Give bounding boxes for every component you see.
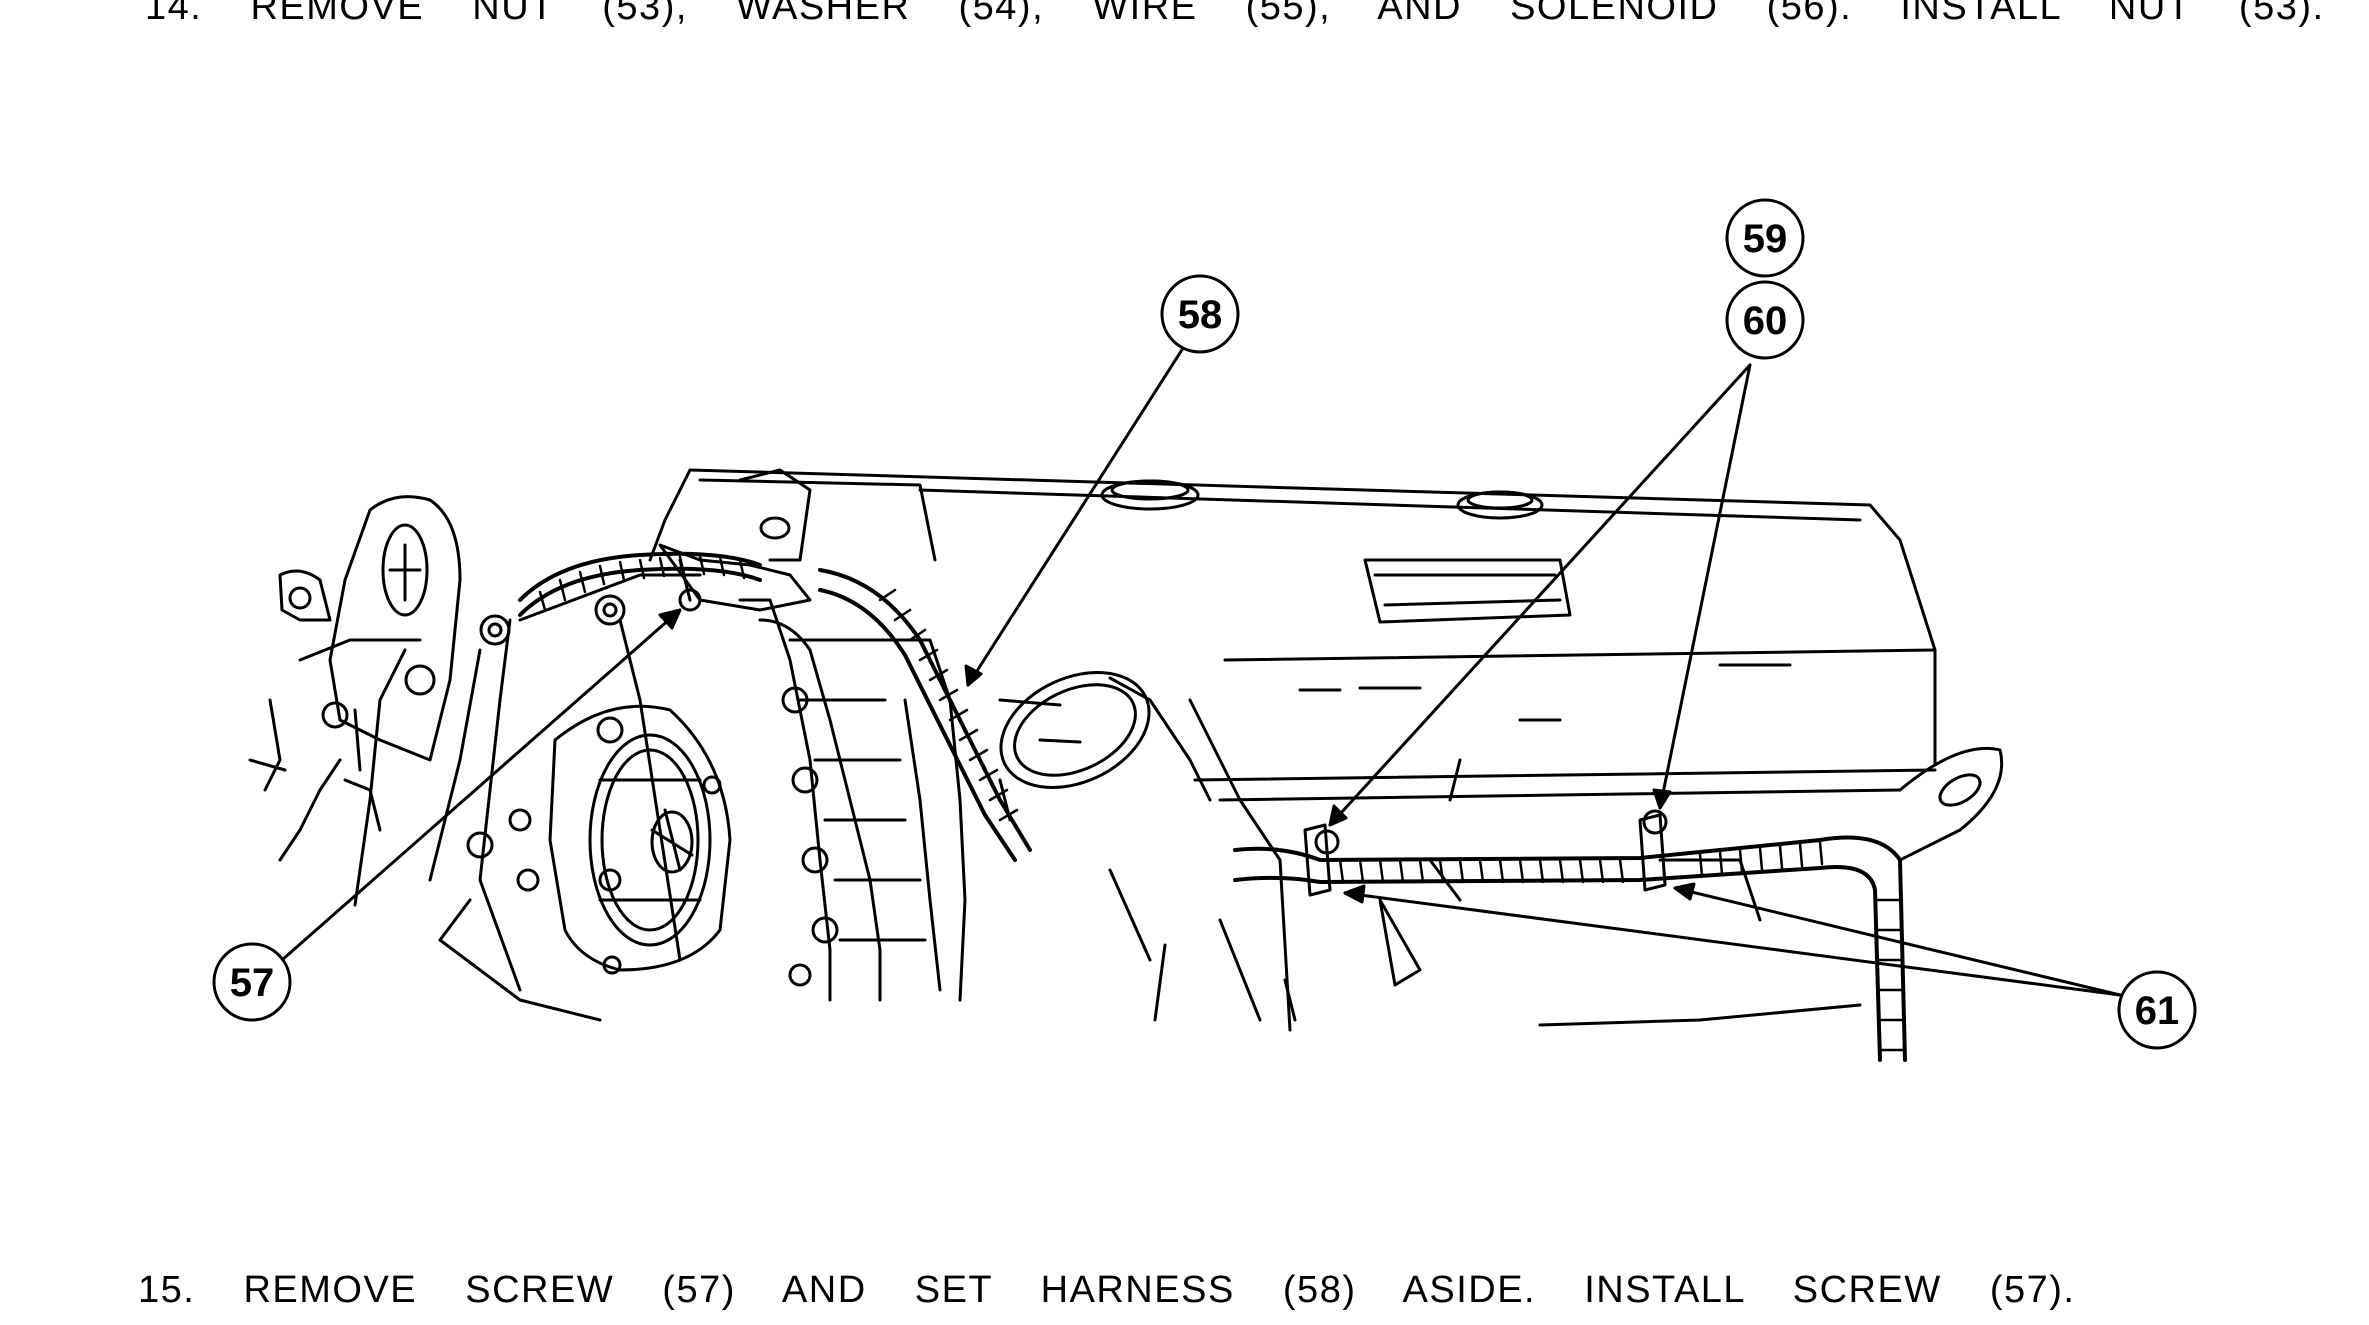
water-pump bbox=[548, 704, 732, 975]
callout-60-label: 60 bbox=[1743, 299, 1788, 343]
harness-front bbox=[518, 468, 1032, 862]
callout-59-label: 59 bbox=[1743, 217, 1788, 261]
callout-58-label: 58 bbox=[1178, 293, 1223, 337]
callout-58: 58 bbox=[1160, 274, 1240, 354]
callout-59: 59 bbox=[1725, 198, 1805, 278]
callout-57-label: 57 bbox=[230, 961, 275, 1005]
step-15-instruction: 15. REMOVE SCREW (57) AND SET HARNESS (5… bbox=[138, 1269, 2076, 1311]
callout-61-label: 61 bbox=[2135, 989, 2180, 1033]
callout-61: 61 bbox=[2117, 970, 2197, 1050]
throttle-body-flange bbox=[998, 670, 1212, 822]
callout-leaders bbox=[280, 343, 2122, 997]
callout-57: 57 bbox=[212, 942, 292, 1022]
callout-60: 60 bbox=[1725, 280, 1805, 360]
timing-cover bbox=[278, 573, 702, 1022]
engine-block bbox=[648, 468, 1937, 1032]
alternator-bracket bbox=[248, 495, 462, 832]
harness-side bbox=[1233, 746, 2004, 1062]
step-14-instruction: 14. REMOVE NUT (53), WASHER (54), WIRE (… bbox=[145, 0, 2325, 28]
